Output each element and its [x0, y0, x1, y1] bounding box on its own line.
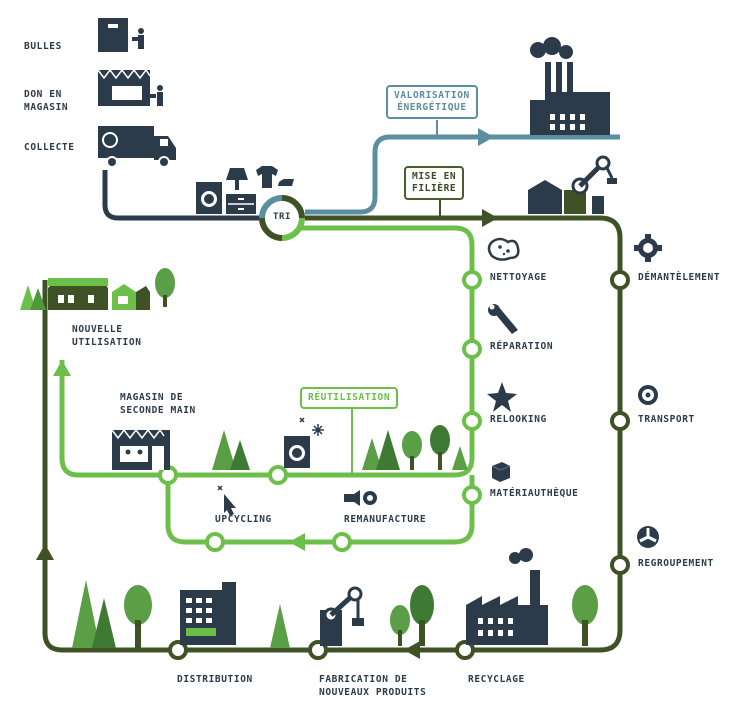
label-recyclage: RECYCLAGE: [468, 674, 525, 685]
label-remanufacture: REMANUFACTURE: [344, 514, 427, 525]
building-icon: [180, 582, 236, 645]
recyclage-arrow-icon: [404, 641, 420, 659]
distribution-node: [168, 640, 188, 660]
mise-en-filiere-box: MISE EN FILIÈRE: [404, 166, 465, 200]
fan-icon: [637, 526, 659, 548]
tree-icon: [572, 585, 598, 646]
upcycling-node: [205, 532, 225, 552]
label-reparation: RÉPARATION: [490, 341, 554, 352]
label-tri: TRI: [273, 212, 292, 222]
nouvelle-utilisation-arrow-icon: [53, 360, 71, 376]
label-magasin-seconde-main: MAGASIN DE SECONDE MAIN: [120, 392, 196, 416]
label-demantelement: DÉMANTÈLEMENT: [638, 272, 721, 283]
factory-icon: [530, 37, 610, 135]
reuse-loop-line: [59, 225, 475, 478]
shop-icon: [111, 428, 170, 470]
shop-icon: [97, 68, 163, 106]
label-distribution: DISTRIBUTION: [177, 674, 253, 685]
label-relooking: RELOOKING: [490, 414, 547, 425]
label-nouvelle-utilisation: NOUVELLE UTILISATION: [72, 324, 142, 348]
robot-arm-icon: [320, 586, 364, 646]
upcycling-loop-line: [165, 475, 475, 545]
label-fabrication: FABRICATION DE NOUVEAUX PRODUITS: [319, 674, 427, 698]
remanufacture-node: [332, 532, 352, 552]
tree-icon: [212, 425, 468, 470]
label-transport: TRANSPORT: [638, 414, 695, 425]
iron-icon: [278, 179, 294, 186]
label-bulles: BULLES: [24, 41, 62, 52]
tri-node: [259, 195, 305, 241]
tree-icon: [390, 585, 434, 646]
star-icon: [487, 382, 517, 412]
tree-icon: [155, 268, 175, 307]
recycling-factory-icon: [466, 548, 548, 645]
tree-icon: [72, 580, 290, 648]
cube-icon: [491, 462, 511, 482]
distribution-arrow-icon: [36, 544, 54, 560]
label-materiautheque: MATÉRIAUTHÈQUE: [490, 488, 579, 499]
recycling-loop-line: [42, 215, 623, 653]
valorisation-box: VALORISATION ÉNERGÉTIQUE: [386, 85, 478, 119]
valorisation-flow-line: [305, 134, 620, 215]
mise-en-filiere-arrow-icon: [482, 209, 498, 227]
nettoyage-node: [462, 270, 482, 290]
transport-node: [610, 411, 630, 431]
robot-arm-icon: [528, 155, 617, 214]
tshirt-icon: [256, 166, 278, 188]
house-icon: [20, 278, 150, 310]
label-upcycling: UPCYCLING: [215, 514, 272, 525]
wrench-icon: [488, 304, 518, 334]
regroupement-node: [610, 555, 630, 575]
collecte-flow-line: [102, 170, 262, 221]
sponge-icon: [487, 237, 520, 261]
cursor-icon: [217, 485, 236, 516]
truck-icon: [98, 126, 176, 168]
remanufacture-icon: [344, 490, 377, 506]
washing-machine-icon: [284, 436, 310, 468]
demantelement-node: [610, 270, 630, 290]
remanufacture-arrow-icon: [289, 533, 305, 551]
relooking-node: [462, 411, 482, 431]
reutilisation-box: RÉUTILISATION: [300, 387, 399, 409]
recyclage-node: [455, 640, 475, 660]
label-nettoyage: NETTOYAGE: [490, 272, 547, 283]
wheel-icon: [638, 385, 658, 405]
label-don-en-magasin: DON EN MAGASIN: [24, 89, 69, 113]
materiautheque-node: [462, 485, 482, 505]
lamp-icon: [226, 168, 248, 190]
reparation-node: [462, 339, 482, 359]
bulles-bin-icon: [98, 18, 144, 52]
label-collecte: COLLECTE: [24, 142, 75, 153]
label-regroupement: REGROUPEMENT: [638, 558, 714, 569]
valorisation-arrow-icon: [478, 128, 494, 146]
washing-machine-icon: [196, 182, 222, 214]
reutilisation-node: [268, 465, 288, 485]
sparkle-icon: [299, 417, 324, 436]
drawer-icon: [226, 194, 256, 214]
gear-icon: [634, 234, 662, 262]
